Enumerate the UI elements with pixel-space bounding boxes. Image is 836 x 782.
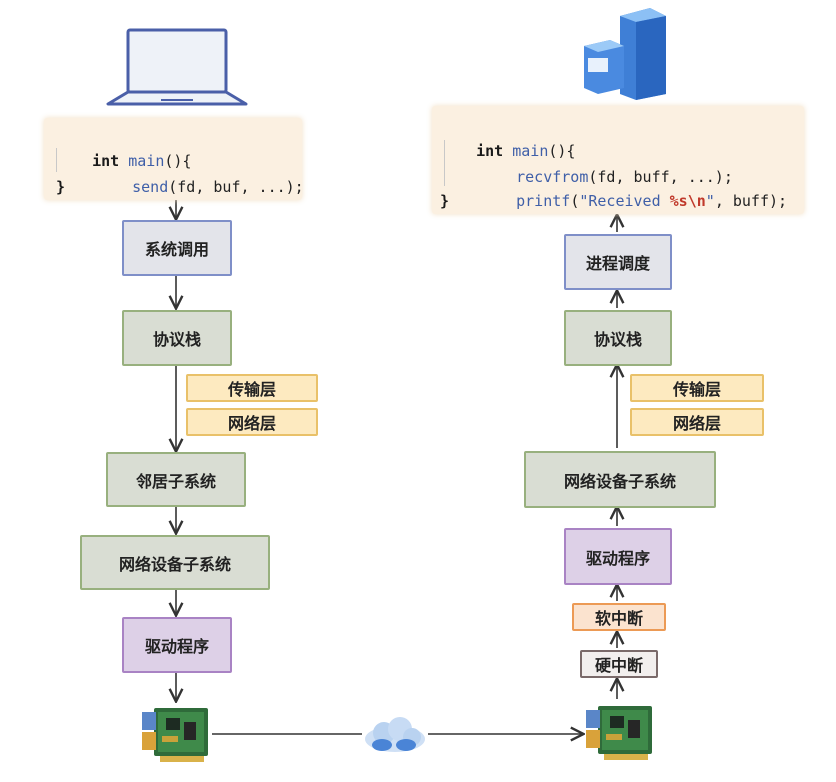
- code-text: (fd, buff, ...);: [588, 168, 733, 186]
- cloud-icon: [365, 717, 425, 752]
- sender-transport-layer-box: 传输层: [186, 374, 318, 402]
- sender-syscall-box: 系统调用: [122, 220, 232, 276]
- code-text: (: [570, 192, 580, 210]
- network-card-icon: [142, 708, 208, 762]
- code-keyword: int: [92, 152, 120, 170]
- code-function: recvfrom: [516, 168, 589, 186]
- code-closing-brace: }: [440, 192, 450, 210]
- sender-network-layer-box: 网络层: [186, 408, 318, 436]
- receiver-driver-box: 驱动程序: [564, 528, 672, 585]
- laptop-icon: [106, 28, 248, 106]
- sender-code-block: int main(){ send(fd, buf, ...); }: [44, 118, 304, 200]
- sender-neighbor-subsystem-box: 邻居子系统: [106, 452, 246, 507]
- sender-protocol-stack-box: 协议栈: [122, 310, 232, 366]
- receiver-hard-irq-box: 硬中断: [580, 650, 658, 678]
- code-function: send: [132, 178, 169, 196]
- code-string: ": [705, 192, 715, 210]
- receiver-transport-layer-box: 传输层: [630, 374, 764, 402]
- code-function: printf: [516, 192, 571, 210]
- sender-netdev-subsystem-box: 网络设备子系统: [80, 535, 270, 590]
- receiver-code-block: int main(){ recvfrom(fd, buff, ...); pri…: [432, 106, 804, 214]
- receiver-soft-irq-box: 软中断: [572, 603, 666, 631]
- code-text: (fd, buf, ...);: [168, 178, 304, 196]
- code-text: (){: [164, 152, 192, 170]
- code-closing-brace: }: [56, 178, 66, 196]
- receiver-process-scheduling-box: 进程调度: [564, 234, 672, 290]
- sender-driver-box: 驱动程序: [122, 617, 232, 673]
- code-text: , buff);: [714, 192, 788, 210]
- code-string: "Received: [579, 192, 670, 210]
- code-format-spec: %s\n: [669, 192, 706, 210]
- network-card-icon: [586, 706, 652, 760]
- receiver-protocol-stack-box: 协议栈: [564, 310, 672, 366]
- receiver-netdev-subsystem-box: 网络设备子系统: [524, 451, 716, 508]
- code-function: main: [512, 142, 549, 160]
- code-keyword: int: [476, 142, 504, 160]
- code-text: (){: [548, 142, 576, 160]
- receiver-network-layer-box: 网络层: [630, 408, 764, 436]
- code-function: main: [128, 152, 165, 170]
- server-icon: [584, 8, 666, 100]
